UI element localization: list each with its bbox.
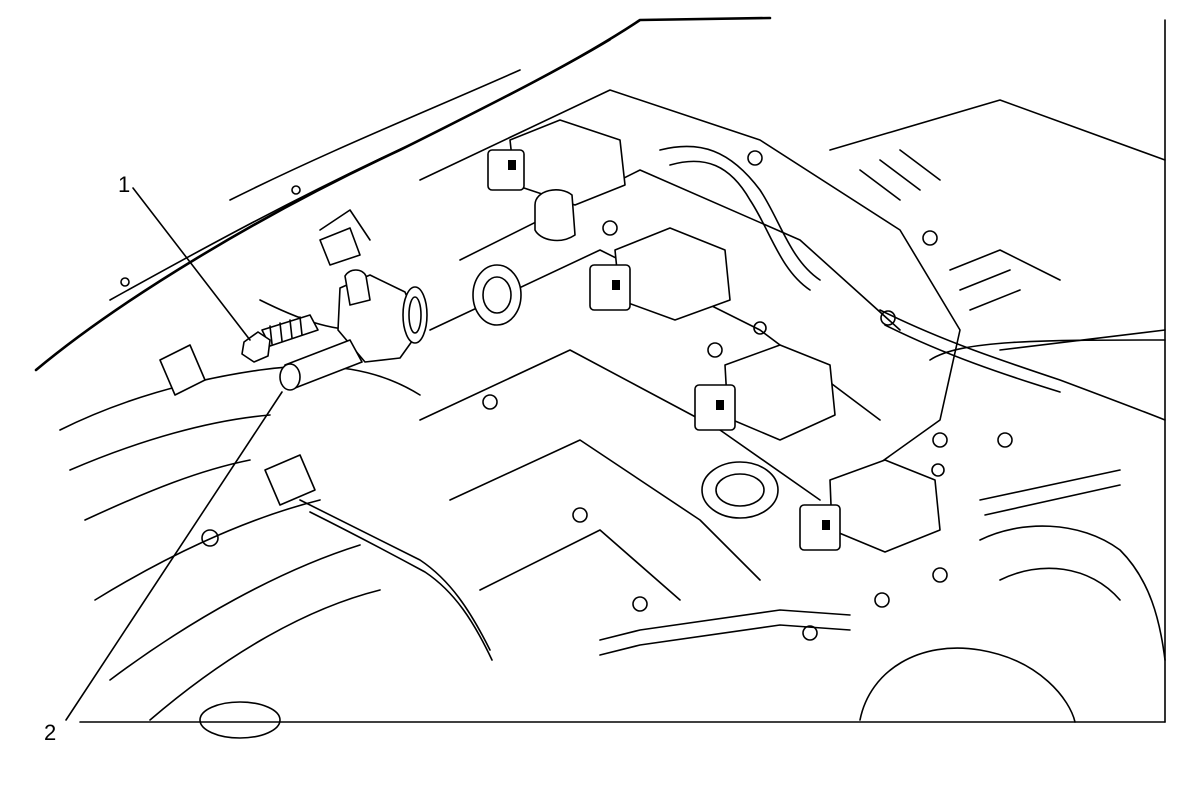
fuel-lines	[299, 145, 1166, 661]
component-1-bolt	[241, 314, 319, 363]
ribbed-cover	[829, 99, 1166, 351]
hood-edge	[34, 16, 772, 372]
crop-edges	[79, 19, 1166, 723]
callout-label-1: 1	[118, 172, 131, 197]
component-2-assembly	[279, 269, 428, 391]
lower-right-components	[199, 525, 1166, 739]
left-fender	[59, 185, 421, 721]
callout-label-2: 2	[44, 720, 57, 745]
connector-4	[799, 459, 941, 553]
leader-lines	[65, 187, 283, 721]
connector-1	[487, 119, 626, 206]
connector-3	[694, 344, 836, 441]
harness-clip	[159, 209, 371, 506]
connector-2	[589, 227, 731, 321]
sensor-caps	[472, 189, 779, 519]
